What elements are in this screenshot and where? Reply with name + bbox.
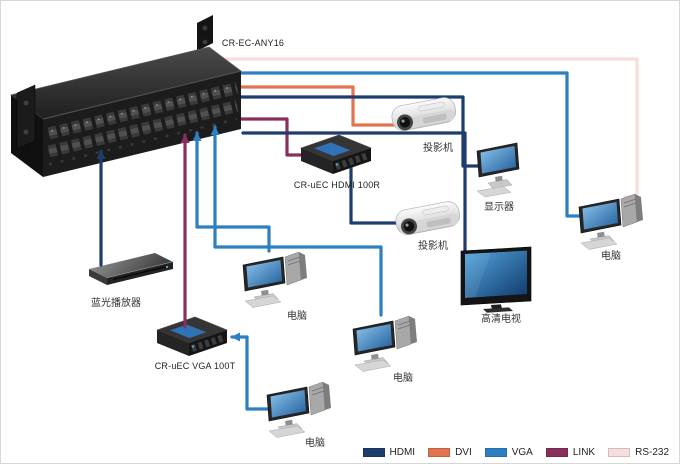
label-pc-bottom: 电脑 [305,436,325,449]
cable-vga-pc-bottom-to-vga-extender [230,332,271,411]
label-pc-left: 电脑 [287,309,307,322]
cable-layer-over [96,125,383,329]
cable-hdmi-extender-to-projector-mid [349,163,399,225]
pc-mid [353,316,417,372]
legend-label-link: LINK [572,447,596,458]
legend-item-rs232: RS-232 [608,447,669,458]
projector-top [389,95,459,133]
cable-dvi-matrix-to-projector-top [231,85,398,127]
label-pc-right: 电脑 [601,249,621,262]
legend-label-dvi: DVI [455,447,472,458]
label-display: 显示器 [484,201,514,213]
label-projector-top: 投影机 [423,141,453,154]
pc-left [243,252,307,308]
legend-label-hdmi: HDMI [389,447,416,458]
hdtv [460,246,532,314]
label-hdtv: 高清电视 [481,312,521,325]
legend-swatch-dvi [428,448,451,457]
pc-bottom [267,382,331,438]
cable-vga-matrix-to-pc-right [229,71,583,218]
matrix-switcher [10,15,242,177]
rack-ear-front [16,84,36,150]
cable-hdmi-matrix-to-hdtv [241,131,467,257]
label-bluray: 蓝光播放器 [91,296,141,309]
vga-extender-100t [157,317,227,356]
hdmi-extender-100r [301,135,371,174]
cable-vga-pc-left-to-matrix [192,131,271,253]
legend: HDMI DVI VGA LINK RS-232 [362,447,669,458]
legend-item-dvi: DVI [428,447,472,458]
legend-item-link: LINK [545,447,596,458]
label-pc-mid: 电脑 [393,371,413,384]
pc-right [579,194,643,250]
display-monitor [477,143,519,197]
label-matrix: CR-EC-ANY16 [222,38,284,48]
legend-label-rs232: RS-232 [635,447,669,458]
label-projector-mid: 投影机 [418,239,448,252]
legend-swatch-rs232 [608,448,631,457]
legend-label-vga: VGA [511,447,533,458]
legend-swatch-vga [484,448,507,457]
projector-mid [393,199,463,237]
cable-vga-pc-mid-to-matrix [210,125,383,317]
legend-swatch-hdmi [362,448,385,457]
label-vga-extender: CR-uEC VGA 100T [155,361,236,371]
legend-item-hdmi: HDMI [362,447,416,458]
legend-swatch-link [545,448,568,457]
cable-link-matrix-to-hdmi-extender [235,117,306,157]
legend-item-vga: VGA [484,447,533,458]
label-hdmi-extender: CR-uEC HDMI 100R [294,180,381,190]
rack-ear-rear [197,15,213,51]
